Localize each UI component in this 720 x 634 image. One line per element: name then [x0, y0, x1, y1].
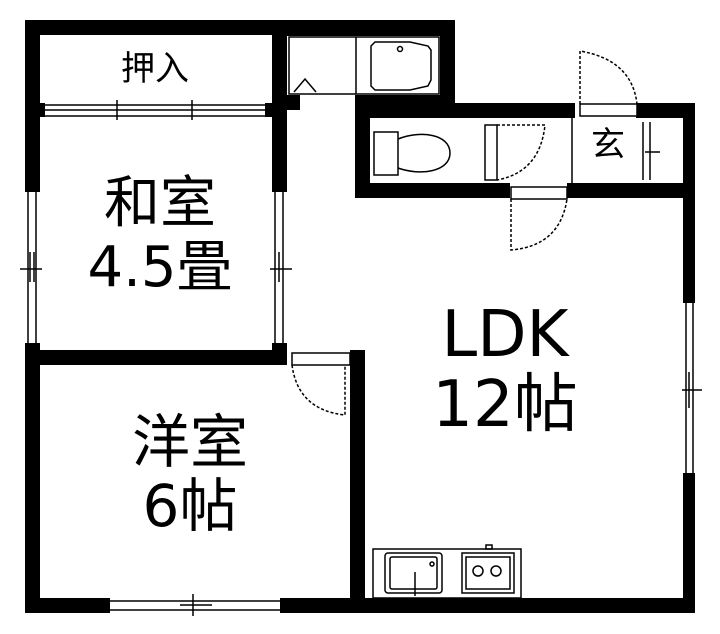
room-name: LDK — [441, 298, 569, 372]
walls — [25, 20, 695, 613]
room-size: 6帖 — [142, 472, 238, 540]
room-size: 4.5畳 — [87, 235, 233, 300]
fixtures — [20, 36, 702, 616]
room-size: 12帖 — [432, 368, 578, 442]
room-label-genkan: 玄 — [591, 125, 625, 165]
room-name: 和室 — [104, 171, 216, 236]
room-name: 洋室 — [131, 408, 248, 476]
room-label-oshiire: 押入 — [121, 49, 189, 89]
